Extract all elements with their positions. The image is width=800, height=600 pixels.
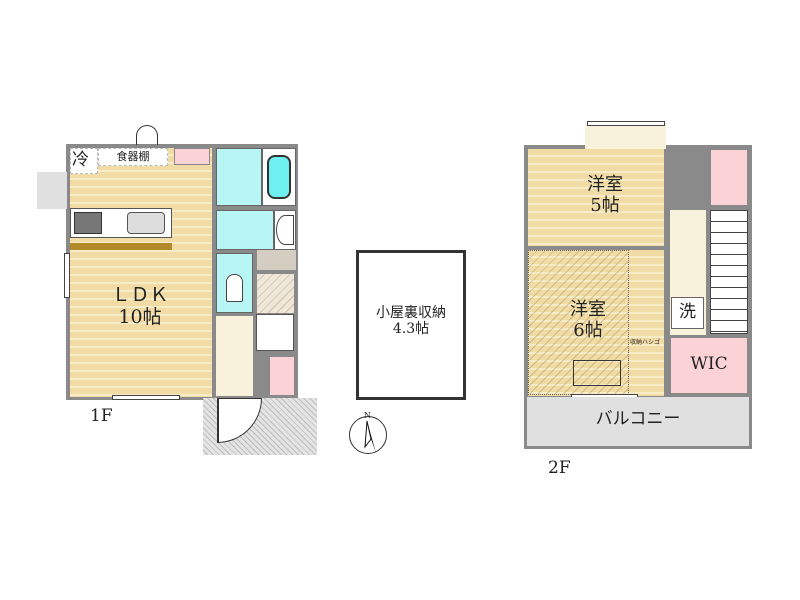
compass-north: N	[364, 411, 371, 420]
room6-size: 6帖	[573, 319, 603, 341]
north-arrow-icon	[364, 420, 376, 453]
balcony: バルコニー	[524, 397, 752, 449]
cupboard-label: 食器棚	[116, 150, 150, 163]
stairs-2f	[710, 210, 748, 334]
kitchen-counter	[70, 208, 172, 238]
kitchen-bar	[70, 243, 172, 250]
attic-opening-area	[528, 250, 629, 395]
attic-name: 小屋裏収納	[376, 305, 446, 321]
washbasin-icon	[276, 215, 294, 245]
ladder-hatch[interactable]	[573, 360, 621, 386]
understair-storage	[257, 274, 294, 313]
door-top-1f[interactable]	[136, 125, 158, 145]
storage-1f-top	[174, 148, 210, 165]
side-door-landing	[37, 172, 67, 209]
ldk-name: ＬＤＫ	[111, 284, 169, 306]
cupboard: 食器棚	[98, 148, 168, 166]
toilet-icon	[226, 274, 243, 302]
laundry-space: 洗	[671, 297, 704, 329]
ldk-size: 10帖	[118, 305, 162, 328]
room5-label: 洋室 5帖	[560, 174, 650, 216]
fridge-space: 冷	[70, 148, 98, 174]
utility-space	[257, 250, 296, 270]
western-room-6	[528, 250, 664, 396]
closet-2f-top	[710, 149, 748, 206]
shoe-storage	[269, 356, 295, 396]
western-room-5	[528, 149, 664, 246]
floor2-label: 2F	[548, 458, 571, 478]
fridge-label: 冷	[72, 150, 89, 170]
stove-icon	[74, 212, 102, 234]
sink-icon	[127, 212, 165, 234]
bathtub-icon	[267, 155, 291, 199]
washroom	[216, 210, 274, 250]
compass: N	[349, 411, 387, 454]
balcony-name: バルコニー	[595, 409, 681, 429]
attic-label: 小屋裏収納 4.3帖	[356, 305, 466, 337]
wic-label: WIC	[690, 354, 728, 374]
stairs-1f	[256, 314, 294, 351]
washbasin	[274, 210, 296, 250]
ldk-room	[70, 148, 212, 397]
attic-size: 4.3帖	[392, 321, 430, 338]
room6-name: 洋室	[570, 299, 606, 320]
window-ldk-bottom[interactable]	[112, 395, 180, 400]
room5-name: 洋室	[587, 174, 623, 195]
ldk-label: ＬＤＫ 10帖	[90, 284, 190, 329]
window-bay	[585, 124, 666, 149]
room5-size: 5帖	[590, 194, 620, 216]
bathtub-area	[262, 148, 296, 206]
room6-label: 洋室 6帖	[548, 299, 628, 341]
ladder-label: 収納ハシゴ	[630, 339, 661, 346]
toilet-room	[216, 253, 253, 313]
walk-in-closet: WIC	[670, 337, 748, 394]
floor1-label: 1F	[90, 406, 113, 426]
attic-storage	[356, 250, 466, 400]
window-bay-glass[interactable]	[587, 121, 665, 126]
entrance-hall	[216, 316, 253, 396]
laundry-label: 洗	[679, 302, 696, 322]
window-ldk-side[interactable]	[64, 253, 70, 298]
bathroom	[216, 148, 262, 206]
